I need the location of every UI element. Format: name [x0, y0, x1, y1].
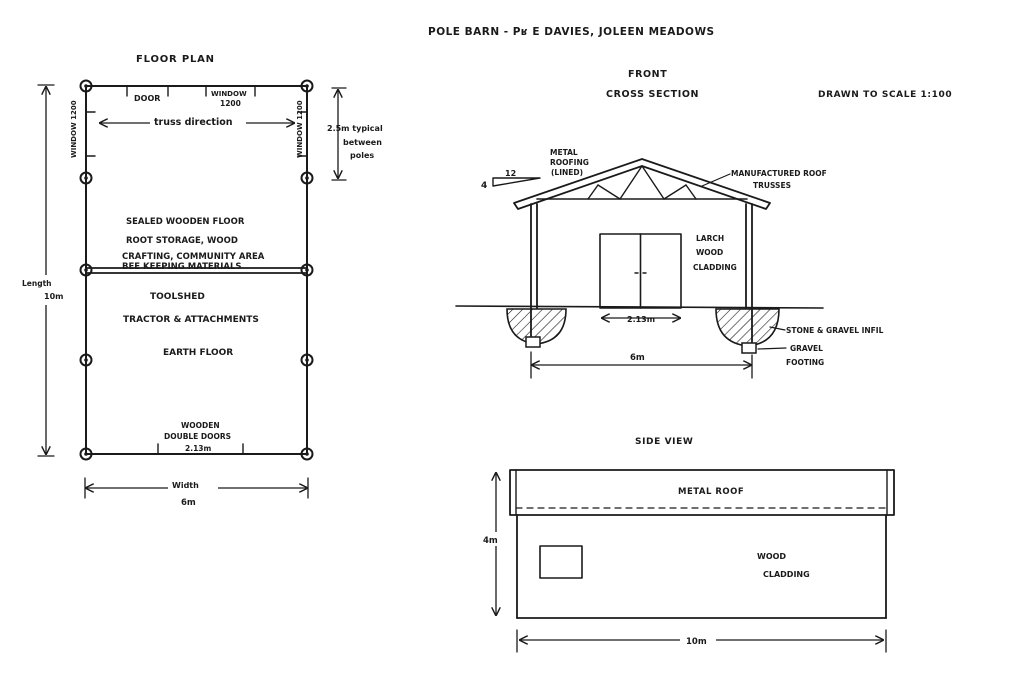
pole-core	[305, 268, 309, 272]
length-label: Length	[22, 279, 52, 288]
window-right-label: WINDOW 1200	[296, 100, 304, 158]
upper-room-line4: BEE KEEPING MATERIALS	[122, 262, 242, 272]
side-length-label-bg	[680, 633, 716, 647]
window-left-label: WINDOW 1200	[70, 100, 78, 158]
truss-web	[663, 184, 687, 200]
trusses-label-line1: MANUFACTURED ROOF	[731, 169, 827, 178]
side-view: SIDE VIEW METAL ROOF WOOD CLADDING 4m 10…	[481, 437, 895, 653]
length-value: 10m	[44, 292, 63, 301]
cross-section-heading: CROSS SECTION	[606, 89, 699, 100]
trusses-label-line2: TRUSSES	[753, 181, 791, 190]
pole	[300, 171, 314, 185]
roofing-label-line1: METAL	[550, 148, 578, 157]
pole-core	[305, 452, 309, 456]
side-roof	[509, 469, 895, 516]
truss-direction-label: truss direction	[154, 117, 233, 128]
poles	[79, 79, 314, 461]
double-doors-line2: DOUBLE DOORS	[164, 432, 231, 441]
truss-web	[597, 184, 621, 200]
roofing-label-line2: ROOFING	[550, 158, 589, 167]
pole-core	[305, 176, 309, 180]
scale-note: DRAWN TO SCALE 1:100	[818, 90, 952, 100]
pole	[79, 79, 93, 93]
lower-room-line3: EARTH FLOOR	[163, 348, 233, 358]
truss-web	[619, 165, 643, 200]
height-label-bg	[481, 532, 505, 546]
right-footing-infill	[715, 308, 780, 347]
window-top-label: WINDOW	[211, 90, 247, 98]
pole-core	[84, 176, 88, 180]
pole	[300, 353, 314, 367]
infill-leader	[769, 326, 786, 331]
span-label: 6m	[630, 353, 645, 363]
truss-direction-label-bg	[150, 114, 246, 128]
cladding-label-line3: CLADDING	[693, 263, 737, 272]
upper-room-line3: CRAFTING, COMMUNITY AREA	[122, 252, 265, 262]
pole-core	[305, 358, 309, 362]
width-value: 6m	[181, 498, 196, 508]
footing-label-line2: FOOTING	[786, 358, 824, 367]
side-window	[539, 545, 583, 579]
side-view-heading: SIDE VIEW	[635, 437, 693, 447]
trusses-leader	[701, 173, 731, 187]
pole-core	[84, 84, 88, 88]
length-label-bg	[20, 275, 60, 305]
ground-line	[455, 305, 824, 309]
left-gravel-footing	[525, 336, 541, 348]
roofing-label-line3: (LINED)	[551, 168, 583, 177]
footing-leader	[757, 347, 787, 350]
window-top-size: 1200	[220, 99, 241, 108]
upper-room-line1: SEALED WOODEN FLOOR	[126, 217, 245, 227]
truss-web	[641, 165, 665, 200]
width-label-bg	[168, 476, 218, 490]
pitch-rise: 4	[481, 181, 487, 191]
lower-room-line2: TRACTOR & ATTACHMENTS	[123, 315, 259, 325]
right-gravel-footing	[741, 342, 757, 354]
pole-core	[84, 358, 88, 362]
pole	[79, 171, 93, 185]
truss-web	[685, 184, 697, 200]
pole	[300, 79, 314, 93]
double-doors-size: 2.13m	[185, 444, 212, 453]
side-length-label: 10m	[686, 637, 707, 647]
upper-room-line2: ROOT STORAGE, WOOD	[126, 236, 238, 246]
spacing-note-line3: poles	[350, 151, 374, 160]
door-width-label: 2.13m	[627, 315, 655, 324]
pitch-triangle	[492, 177, 541, 187]
floor-plan-heading: FLOOR PLAN	[136, 54, 215, 65]
pole-core	[84, 452, 88, 456]
pole-core	[84, 268, 88, 272]
lower-room-line1: TOOLSHED	[150, 292, 205, 302]
floor-plan: FLOOR PLAN	[20, 54, 383, 508]
side-cladding-line1: WOOD	[757, 552, 786, 561]
pole	[79, 447, 93, 461]
side-cladding-line2: CLADDING	[763, 570, 810, 579]
front-cross-section: FRONT CROSS SECTION 4 12	[455, 69, 884, 379]
sheet-title: POLE BARN - Pʁ E DAVIES, JOLEEN MEADOWS	[428, 26, 715, 38]
double-doors-line1: WOODEN	[181, 421, 220, 430]
cladding-label-line2: WOOD	[696, 248, 723, 257]
pitch-run: 12	[505, 169, 516, 178]
cladding-label-line1: LARCH	[696, 234, 724, 243]
pole	[79, 263, 93, 277]
spacing-note-line1: 2.5m typical	[327, 124, 383, 133]
footing-label-line1: GRAVEL	[790, 344, 823, 353]
width-label: Width	[172, 481, 199, 490]
side-roof-label: METAL ROOF	[678, 487, 744, 497]
front-heading: FRONT	[628, 69, 667, 80]
pole	[79, 353, 93, 367]
pole-core	[305, 84, 309, 88]
spacing-note-line2: between	[343, 138, 382, 147]
truss-web	[587, 184, 599, 200]
height-label: 4m	[483, 536, 498, 546]
door-label: DOOR	[134, 94, 160, 103]
roof-sheet	[513, 158, 771, 210]
pole	[300, 447, 314, 461]
infill-label: STONE & GRAVEL INFIL	[786, 326, 884, 335]
pole	[300, 263, 314, 277]
